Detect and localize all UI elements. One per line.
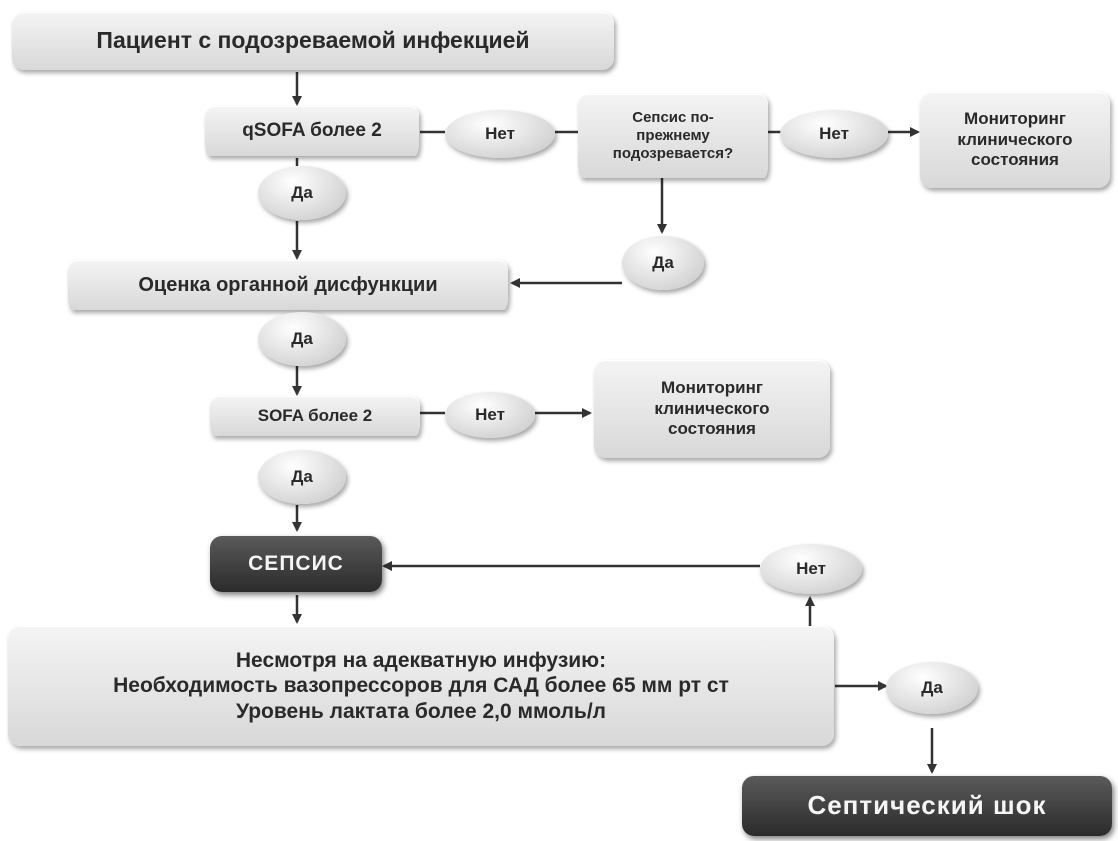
criteria-no-oval: Нет [760, 544, 862, 594]
criteria-line-3: Уровень лактата более 2,0 ммоль/л [235, 699, 607, 723]
suspected-yes-label: Да [652, 253, 674, 272]
suspected-no-label: Нет [819, 124, 849, 143]
qsofa-node: qSOFA более 2 [205, 106, 419, 156]
sepsis-suspected-label: Сепсис по-прежнему подозревается? [612, 109, 734, 162]
qsofa-node-label: qSOFA более 2 [242, 119, 382, 141]
criteria-yes-oval: Да [886, 662, 978, 714]
criteria-node: Несмотря на адекватную инфузию: Необходи… [8, 626, 834, 746]
sepsis-node: СЕПСИС [210, 536, 382, 592]
organ-dysfunction-label: Оценка органной дисфункции [138, 274, 438, 296]
septic-shock-label: Септический шок [807, 790, 1047, 821]
organ-dysfunction-node: Оценка органной дисфункции [68, 260, 508, 310]
suspected-no-oval: Нет [780, 110, 888, 158]
sofa-yes-label: Да [291, 467, 313, 486]
sepsis-node-label: СЕПСИС [248, 552, 344, 576]
qsofa-no-label: Нет [485, 124, 515, 143]
start-node-label: Пациент с подозреваемой инфекцией [96, 27, 530, 54]
sofa-yes-oval: Да [258, 450, 346, 504]
suspected-yes-oval: Да [622, 236, 704, 290]
sofa-no-oval: Нет [445, 392, 535, 438]
sofa-node: SOFA более 2 [210, 396, 420, 436]
start-node: Пациент с подозреваемой инфекцией [12, 12, 614, 70]
qsofa-no-oval: Нет [445, 110, 555, 158]
qsofa-yes-oval: Да [258, 166, 346, 220]
monitoring-node-1: Мониторинг клинического состояния [920, 92, 1110, 188]
organ-yes-oval: Да [258, 312, 346, 366]
criteria-line-2: Необходимость вазопрессоров для САД боле… [113, 674, 729, 698]
monitoring-2-label: Мониторинг клинического состояния [654, 378, 770, 439]
organ-yes-label: Да [291, 329, 313, 348]
sepsis-suspected-node: Сепсис по-прежнему подозревается? [578, 94, 768, 178]
sofa-node-label: SOFA более 2 [257, 405, 373, 425]
septic-shock-node: Септический шок [742, 776, 1112, 836]
criteria-line-1: Несмотря на адекватную инфузию: [235, 649, 607, 673]
monitoring-1-label: Мониторинг клинического состояния [957, 109, 1073, 170]
sofa-no-label: Нет [475, 405, 505, 424]
monitoring-node-2: Мониторинг клинического состояния [594, 360, 830, 458]
criteria-no-label: Нет [796, 559, 826, 578]
qsofa-yes-label: Да [291, 183, 313, 202]
criteria-yes-label: Да [921, 678, 943, 697]
